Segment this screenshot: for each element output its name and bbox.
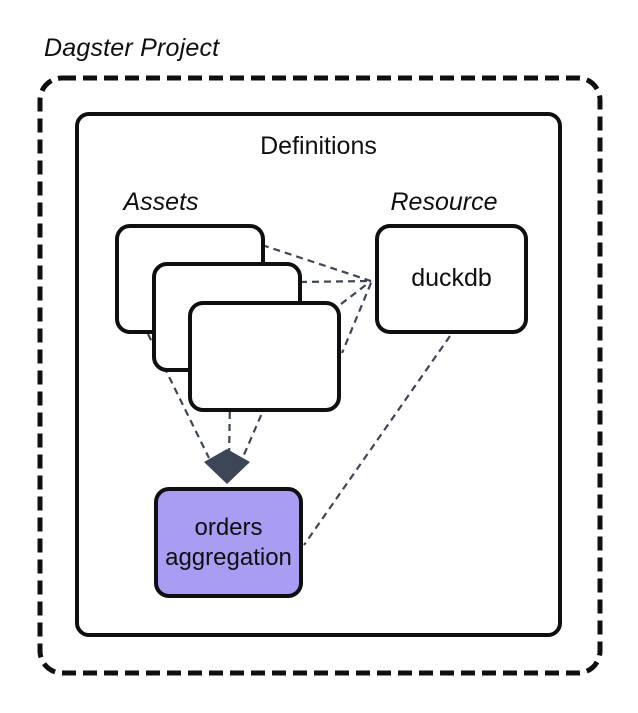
resource-node-duckdb: duckdb	[375, 224, 528, 334]
duckdb-node-label: duckdb	[411, 264, 492, 293]
assets-label: Assets	[123, 188, 199, 216]
asset-node-orders-aggregation: orders aggregation	[154, 487, 303, 598]
definitions-label: Definitions	[260, 132, 377, 160]
diagram-title: Dagster Project	[44, 34, 220, 62]
orders-aggregation-node-label: orders aggregation	[165, 513, 292, 571]
resource-label: Resource	[390, 188, 498, 216]
asset-card-front	[188, 301, 341, 412]
